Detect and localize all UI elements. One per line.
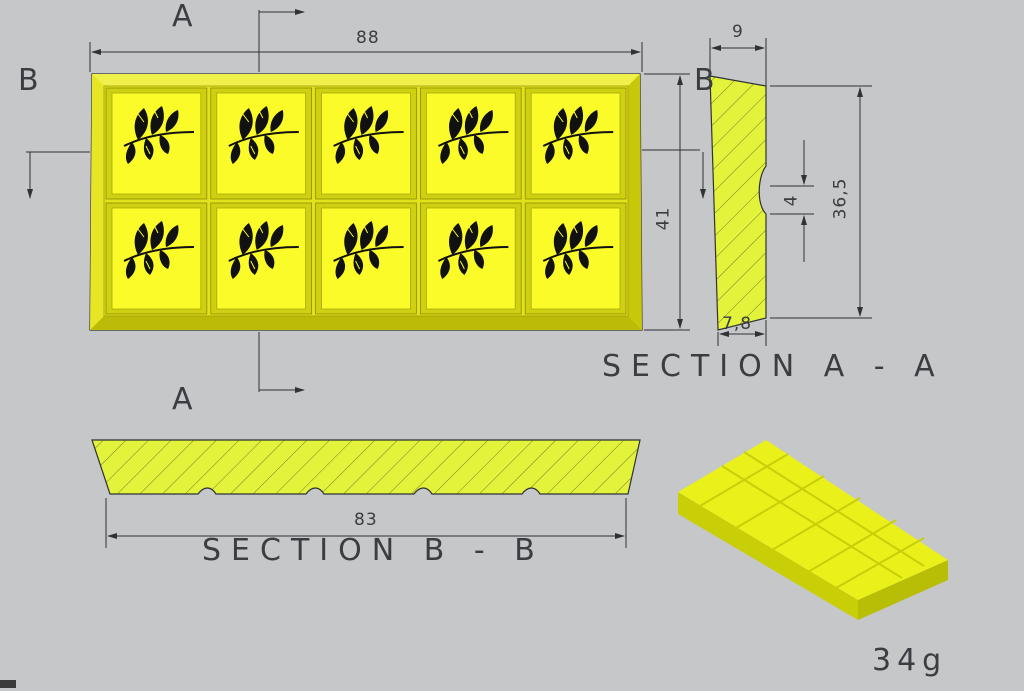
iso-side-front [678, 492, 858, 620]
dim-height-41: 41 [653, 206, 674, 231]
iso-grid [699, 451, 925, 589]
section-a-a-hatch [710, 76, 766, 330]
chocolate-square [210, 202, 313, 315]
section-letter-a-top: A [172, 0, 193, 34]
section-b-b-view [91, 439, 641, 495]
corner-mark [0, 680, 16, 688]
chocolate-square [315, 87, 417, 200]
dim-length-83: 83 [354, 510, 378, 530]
iso-side-right [858, 560, 948, 620]
chocolate-square [105, 87, 208, 200]
dimension-lines [26, 9, 872, 548]
section-letter-a-bottom: A [172, 382, 193, 417]
isometric-view [678, 440, 948, 620]
section-b-b-title: SECTION B - B [202, 533, 545, 568]
bar-bottom-bevel [90, 316, 642, 330]
chocolate-square [524, 87, 627, 200]
chocolate-square [315, 202, 417, 315]
bar-top-bevel [92, 74, 640, 86]
chocolate-squares [105, 87, 627, 315]
dim-groove-4: 4 [781, 194, 802, 207]
dim-thickness-9: 9 [732, 22, 744, 42]
weight-label: 34g [872, 643, 948, 678]
bar-right-bevel [628, 74, 642, 330]
bar-left-bevel [90, 74, 104, 330]
chocolate-square [419, 202, 522, 315]
dim-bottom-7-8: 7,8 [722, 314, 753, 334]
dim-height-36-5: 36,5 [830, 177, 851, 220]
chocolate-square [419, 87, 522, 200]
chocolate-square [210, 87, 313, 200]
dim-width-88: 88 [356, 28, 380, 48]
section-letter-b-left: B [18, 63, 39, 98]
section-a-a-title: SECTION A - A [602, 349, 945, 384]
section-letter-b-right: B [694, 63, 715, 98]
chocolate-square [524, 202, 627, 315]
section-b-b-hatch [92, 440, 640, 494]
chocolate-square [105, 202, 208, 315]
section-a-a-view [709, 75, 767, 331]
